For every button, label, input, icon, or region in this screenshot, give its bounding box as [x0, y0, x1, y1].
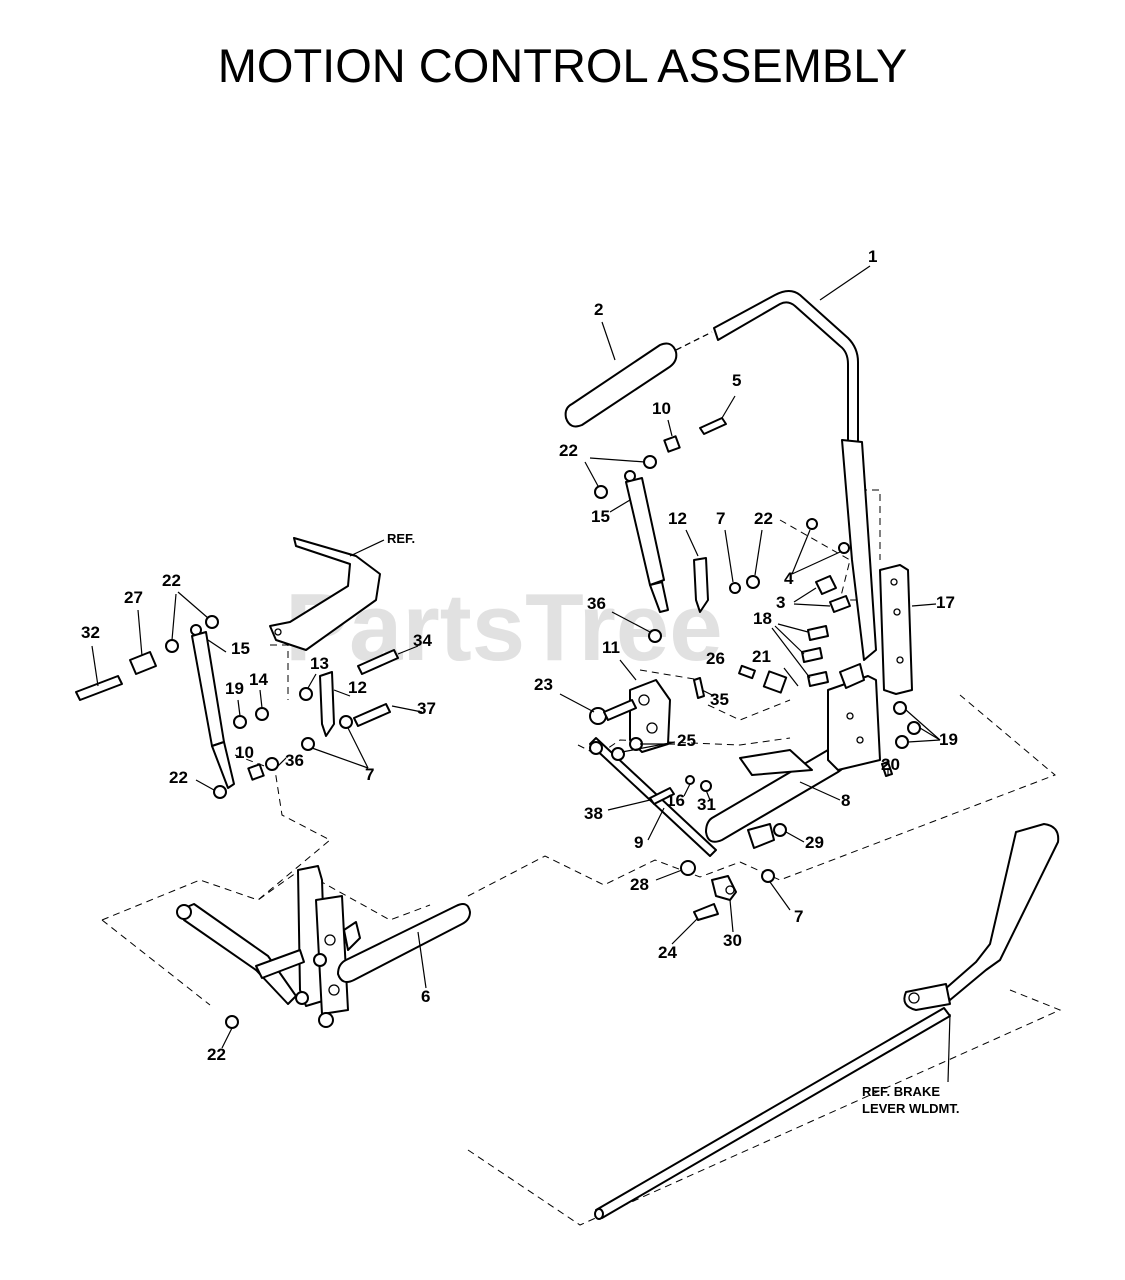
- ref-brake-label: REF. BRAKE: [862, 1084, 940, 1099]
- callout-22: 22: [169, 768, 188, 787]
- part-12-clevis-right: [685, 529, 709, 613]
- callout-8: 8: [841, 791, 850, 810]
- callout-2: 2: [594, 300, 603, 319]
- callout-12: 12: [668, 509, 687, 528]
- callout-27: 27: [124, 588, 143, 607]
- callout-19: 19: [225, 679, 244, 698]
- callout-38: 38: [584, 804, 603, 823]
- callout-11: 11: [602, 638, 620, 657]
- callout-7: 7: [365, 765, 374, 784]
- ref-lever-label: LEVER WLDMT.: [862, 1101, 960, 1116]
- callout-30: 30: [723, 931, 742, 950]
- callout-24: 24: [658, 943, 677, 962]
- brake-lever-weldment: [594, 823, 1060, 1220]
- part-17-bracket: [879, 564, 937, 695]
- part-15-gas-spring-left: [190, 624, 235, 789]
- callout-15: 15: [591, 507, 610, 526]
- callout-labels: 1 2 5 10 22 15 12 7 22 4 3 17 36 18 11 2…: [81, 247, 958, 1064]
- callout-10: 10: [652, 399, 671, 418]
- callout-14: 14: [249, 670, 268, 689]
- callout-31: 31: [697, 795, 716, 814]
- callout-1: 1: [868, 247, 877, 266]
- callout-36: 36: [285, 751, 304, 770]
- callout-23: 23: [534, 675, 553, 694]
- callout-37: 37: [417, 699, 436, 718]
- callout-22: 22: [162, 571, 181, 590]
- callout-17: 17: [936, 593, 955, 612]
- callout-29: 29: [805, 833, 824, 852]
- ref-labels: REF. REF. BRAKE LEVER WLDMT.: [387, 531, 960, 1116]
- callout-9: 9: [634, 833, 643, 852]
- callout-28: 28: [630, 875, 649, 894]
- callout-3: 3: [776, 593, 785, 612]
- part-1-control-lever: [713, 265, 877, 661]
- part-12-clevis-left: [319, 671, 351, 737]
- callout-20: 20: [881, 755, 900, 774]
- callout-25: 25: [677, 731, 696, 750]
- callout-7: 7: [794, 907, 803, 926]
- callout-34: 34: [413, 631, 432, 650]
- callout-10: 10: [235, 743, 254, 762]
- page-title: MOTION CONTROL ASSEMBLY: [217, 39, 908, 92]
- part-2-grip: [564, 321, 713, 428]
- callout-35: 35: [710, 690, 729, 709]
- callout-7: 7: [716, 509, 725, 528]
- callout-16: 16: [666, 791, 685, 810]
- callout-19: 19: [939, 730, 958, 749]
- part-8-cross-tube: [705, 747, 848, 849]
- ref-label: REF.: [387, 531, 415, 546]
- right-hardware: [559, 395, 941, 945]
- callout-13: 13: [310, 654, 329, 673]
- callout-36: 36: [587, 594, 606, 613]
- part-15-gas-spring-right: [609, 470, 669, 613]
- callout-15: 15: [231, 639, 250, 658]
- callout-22: 22: [207, 1045, 226, 1064]
- part-6-tube: [337, 903, 471, 989]
- callout-12: 12: [348, 678, 367, 697]
- callout-32: 32: [81, 623, 100, 642]
- ref-bracket-left: [269, 537, 385, 651]
- callout-4: 4: [784, 569, 794, 588]
- callout-22: 22: [754, 509, 773, 528]
- callout-6: 6: [421, 987, 430, 1006]
- callout-18: 18: [753, 609, 772, 628]
- callout-26: 26: [706, 649, 725, 668]
- right-mount-plate: [827, 663, 881, 771]
- left-hardware: [75, 591, 423, 799]
- callout-5: 5: [732, 371, 741, 390]
- left-pivot-assembly: [176, 865, 361, 1049]
- callout-22: 22: [559, 441, 578, 460]
- callout-21: 21: [752, 647, 771, 666]
